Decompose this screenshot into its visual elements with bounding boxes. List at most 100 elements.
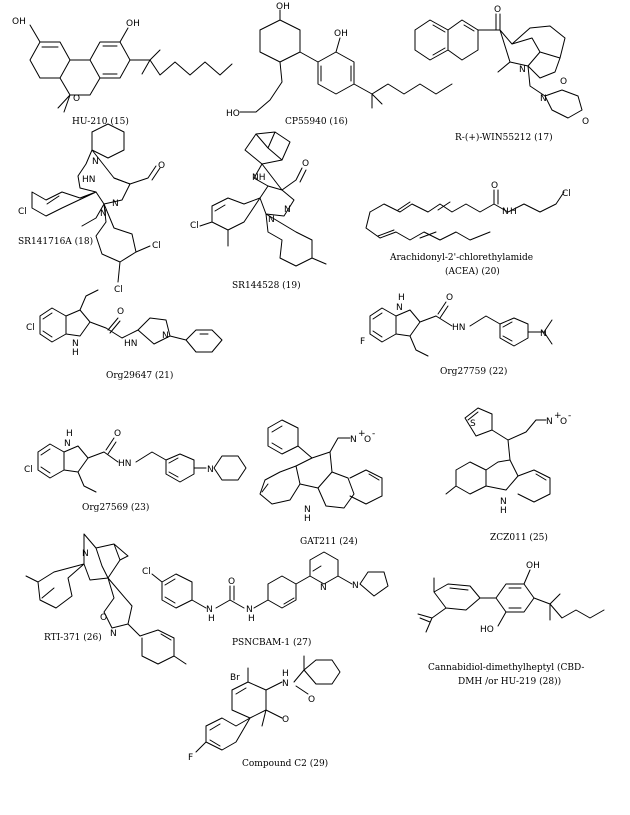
compound-label-line2: DMH /or HU-219 (28)) — [458, 676, 561, 687]
compound-label: RTI-371 (26) — [44, 632, 102, 643]
atom-label: HO — [226, 109, 240, 119]
atom-label: N — [282, 679, 289, 689]
atom-label: N — [540, 94, 547, 104]
atom-label: N — [207, 465, 214, 475]
atom-label: O — [228, 577, 235, 587]
structure-24: N + O - N H GAT211 (24) — [259, 419, 383, 547]
atom-label: O — [158, 161, 165, 171]
atom-label: Cl — [142, 567, 151, 577]
atom-label: O — [494, 5, 501, 15]
atom-label: O — [364, 435, 371, 445]
atom-label: H — [66, 429, 73, 439]
atom-label: N — [112, 199, 119, 209]
atom-label: F — [360, 337, 365, 347]
atom-label: N — [540, 329, 547, 339]
structure-26: N O N RTI-371 (26) — [25, 533, 187, 665]
atom-label: Cl — [18, 207, 27, 217]
atom-label: OH — [526, 561, 540, 571]
atom-label: N — [352, 581, 359, 591]
atom-label: HN — [118, 459, 132, 469]
atom-label: Cl — [152, 241, 161, 251]
atom-label: N — [206, 605, 213, 615]
compound-label-line1: Arachidonyl-2'-chlorethylamide — [389, 253, 533, 263]
atom-label: O — [560, 417, 567, 427]
compound-label: PSNCBAM-1 (27) — [232, 637, 311, 648]
atom-label: S — [470, 419, 476, 429]
compound-label-line2: (ACEA) (20) — [445, 266, 500, 277]
atom-label: OH — [334, 29, 348, 39]
atom-label: Cl — [562, 189, 571, 199]
atom-label: OH — [276, 2, 290, 12]
atom-label: Cl — [190, 221, 199, 231]
structure-21: Cl O HN N N H Org29647 (21) — [26, 289, 223, 381]
atom-label: + — [358, 429, 366, 439]
atom-label: H — [510, 207, 517, 217]
compound-label: HU-210 (15) — [72, 116, 129, 127]
atom-label: N — [502, 207, 509, 217]
compound-label: Org27759 (22) — [440, 366, 507, 377]
atom-label: Cl — [24, 465, 33, 475]
structure-27: Cl N H N H O N N PSNCBAM-1 (27) — [142, 551, 389, 648]
atom-label: N — [110, 629, 117, 639]
atom-label: N — [64, 439, 71, 449]
compound-label: GAT211 (24) — [300, 536, 358, 547]
structure-25: S N + O - N H ZCZ011 (25) — [445, 407, 571, 543]
atom-label: O — [582, 117, 589, 127]
atom-label: N — [320, 583, 327, 593]
compound-label: SR144528 (19) — [232, 280, 301, 291]
structure-28: OH HO Cannabidiol-dimethylheptyl (CBD- D… — [417, 561, 605, 687]
atom-label: + — [554, 411, 562, 421]
atom-label: - — [372, 429, 375, 439]
atom-label: O — [446, 293, 453, 303]
atom-label: H — [72, 348, 79, 358]
atom-label: HN — [82, 175, 96, 185]
compound-label: ZCZ011 (25) — [490, 532, 548, 543]
compound-label: R-(+)-WIN55212 (17) — [455, 132, 553, 143]
compound-label: Compound C2 (29) — [242, 758, 328, 769]
atom-label: N — [519, 65, 526, 75]
atom-label: OH — [126, 19, 140, 29]
atom-label: HN — [124, 339, 138, 349]
atom-label: H — [398, 293, 405, 303]
atom-label: O — [308, 695, 315, 705]
atom-label: HO — [480, 625, 494, 635]
atom-label: Cl — [114, 285, 123, 295]
atom-label: H — [304, 514, 311, 524]
compound-label: SR141716A (18) — [18, 236, 93, 247]
atom-label: H — [500, 506, 507, 516]
atom-label: N — [546, 417, 553, 427]
atom-label: O — [73, 94, 80, 104]
atom-label: O — [491, 181, 498, 191]
atom-label: NH — [252, 173, 266, 183]
structure-19: NH O N N Cl SR144528 (19) — [190, 131, 327, 291]
compound-label: Org29647 (21) — [106, 370, 173, 381]
atom-label: OH — [12, 17, 26, 27]
structure-20: O N H Cl Arachidonyl-2'-chlorethylamide … — [365, 181, 571, 277]
atom-label: N — [350, 435, 357, 445]
atom-label: N — [162, 331, 169, 341]
atom-label: N — [284, 205, 291, 215]
structure-17: O O N N O R-(+)-WIN55212 (17) — [414, 5, 589, 143]
structure-23: H N O Cl HN N Org27569 (23) — [24, 429, 247, 513]
atom-label: N — [72, 339, 79, 349]
atom-label: O — [282, 715, 289, 725]
structure-15: OH OH O HU-210 (15) — [12, 17, 233, 127]
atom-label: - — [568, 411, 571, 421]
atom-label: H — [282, 669, 289, 679]
atom-label: O — [302, 159, 309, 169]
structure-16: OH OH HO CP55940 (16) — [226, 2, 453, 127]
atom-label: N — [246, 605, 253, 615]
atom-label: N — [268, 215, 275, 225]
atom-label: HN — [452, 323, 466, 333]
atom-label: H — [248, 614, 255, 624]
atom-label: Cl — [26, 323, 35, 333]
atom-label: O — [560, 77, 567, 87]
atom-label: O — [100, 613, 107, 623]
atom-label: H — [208, 614, 215, 624]
structure-22: H N O F HN N Org27759 (22) — [360, 293, 553, 377]
atom-label: N — [92, 157, 99, 167]
structure-18: N HN O N N Cl Cl Cl SR141716A (18) — [18, 123, 165, 295]
atom-label: Br — [230, 673, 240, 683]
atom-label: N — [396, 303, 403, 313]
